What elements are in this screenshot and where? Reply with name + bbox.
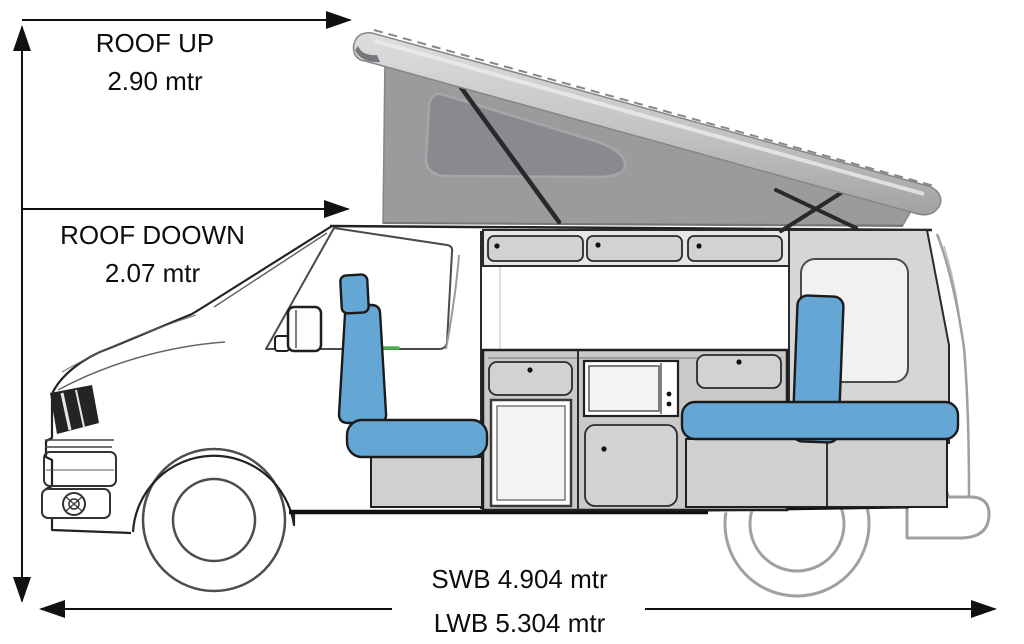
roof-up-label: ROOF UP 2.90 mtr: [50, 27, 260, 99]
front-seat-backrest: [337, 303, 388, 425]
fog-lamp: [41, 488, 111, 519]
headlight: [50, 385, 99, 434]
front-wheel: [141, 447, 287, 593]
pop-top: [352, 29, 942, 233]
rear-drawer: [696, 354, 782, 389]
microwave: [582, 359, 680, 418]
cabinet-door: [687, 235, 783, 262]
front-grille: [43, 439, 117, 487]
side-mirror: [274, 305, 323, 353]
lwb-label: LWB 5.304 mtr: [433, 608, 606, 638]
roof-panel-seam: [373, 29, 935, 187]
hood-seams: [57, 232, 328, 391]
front-seat: [337, 273, 489, 508]
upper-cabinets: [482, 229, 790, 267]
rear-bench-cushion: [680, 400, 960, 441]
pop-top-roof-panel: [352, 32, 942, 216]
front-seat-headrest: [339, 273, 370, 315]
fridge: [489, 398, 573, 508]
roof-up-value: 2.90 mtr: [107, 66, 203, 97]
rear-bench-base: [685, 438, 948, 508]
rear-pillar-outline: [935, 233, 971, 497]
b-pillar-line: [445, 254, 460, 350]
kitchen-unit: [481, 348, 789, 512]
roof-down-value: 2.07 mtr: [104, 258, 201, 289]
swb-label: SWB 4.904 mtr: [431, 564, 608, 594]
roof-strut: [454, 79, 562, 225]
kitchen-cupboard: [584, 424, 678, 507]
roof-down-title: ROOF DOOWN: [60, 220, 245, 250]
cabinet-door: [487, 235, 584, 262]
scissor-linkage: [774, 184, 858, 233]
front-seat-base: [370, 456, 483, 508]
front-seat-cushion: [345, 418, 489, 459]
cabinet-door: [586, 235, 683, 262]
roof-up-title: ROOF UP: [95, 28, 215, 58]
roof-down-label: ROOF DOOWN 2.07 mtr: [40, 219, 265, 291]
rear-bench: [680, 294, 960, 508]
kitchen-drawer: [488, 361, 573, 396]
